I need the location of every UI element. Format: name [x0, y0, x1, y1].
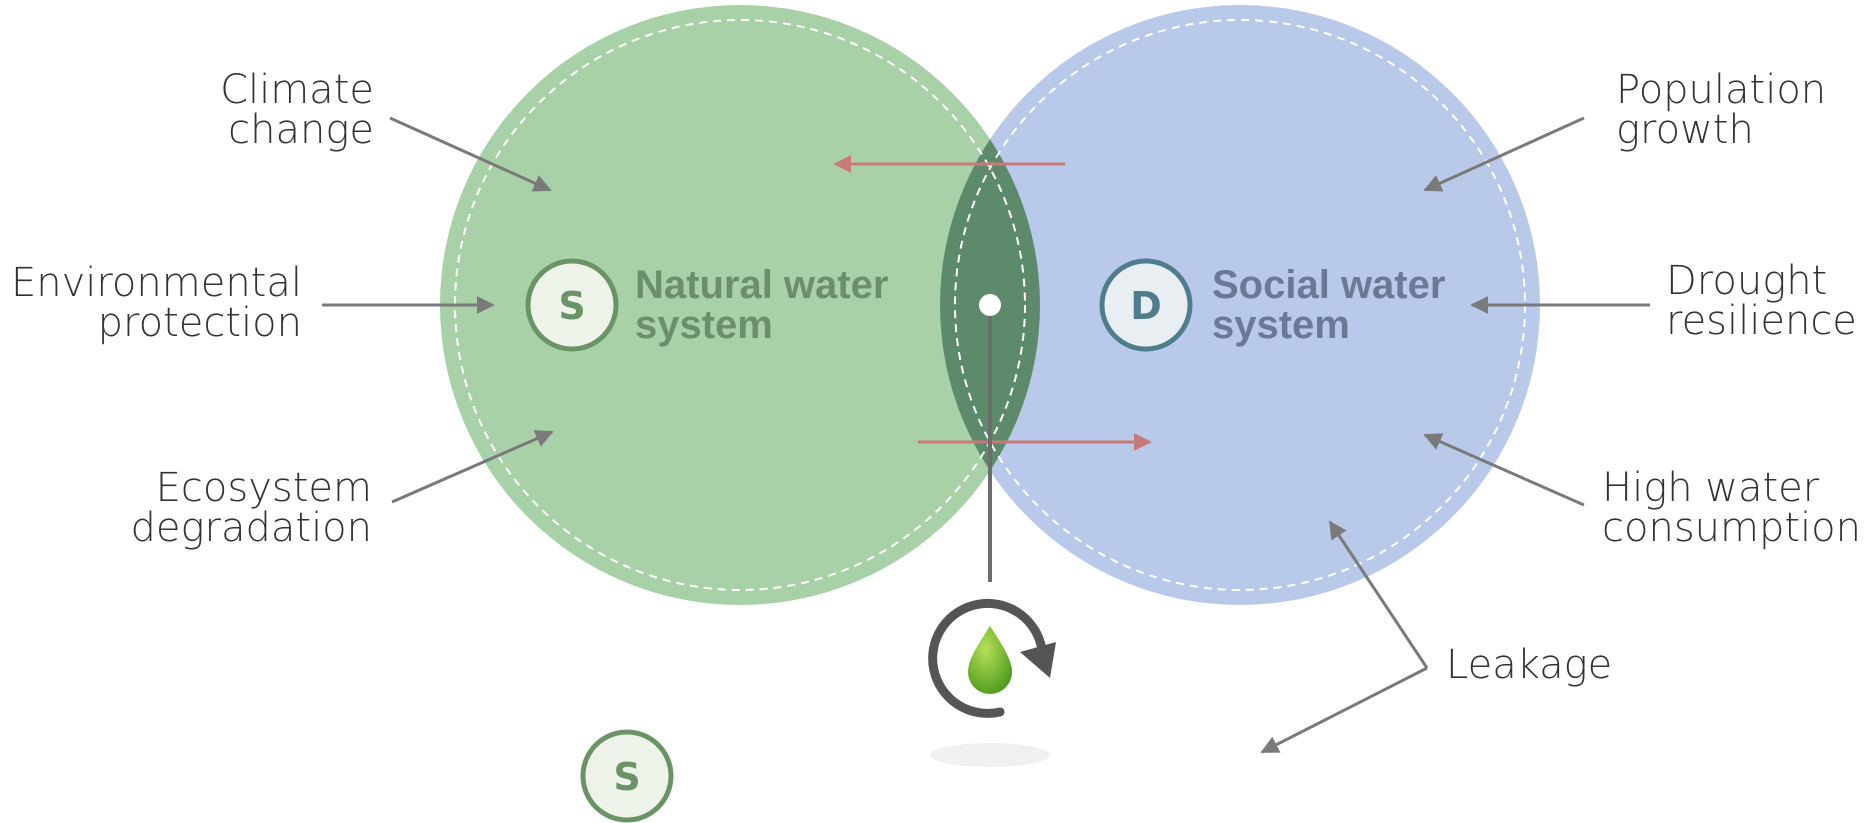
- population-growth-label-line1: Population: [1616, 67, 1826, 113]
- natural-badge-letter: S: [558, 284, 585, 328]
- drought-resilience-label-line1: Drought: [1666, 258, 1827, 304]
- social-system-badge: D: [1099, 258, 1193, 352]
- climate-change-label-line2: change: [228, 107, 374, 153]
- drought-resilience-label-line2: resilience: [1666, 298, 1857, 344]
- climate-change-label-line1: Climate: [220, 67, 374, 113]
- natural-system-circle: [440, 5, 1040, 605]
- population-growth-arrow: [1423, 116, 1585, 192]
- ecosystem-degradation-arrow: [391, 430, 554, 504]
- high-water-consumption-label-line1: High water: [1602, 465, 1820, 511]
- water-cycle-icon: [928, 598, 1056, 767]
- social-system-title-line1: Social water: [1212, 263, 1445, 307]
- social-system-circle: [940, 5, 1540, 605]
- leakage-label: Leakage: [1446, 642, 1612, 688]
- ecosystem-degradation-label-line1: Ecosystem: [156, 465, 372, 511]
- environmental-protection-label-line2: protection: [98, 300, 302, 346]
- social-system-title-line2: system: [1212, 303, 1350, 347]
- leakage-arrow-down: [1260, 666, 1428, 754]
- population-growth-label-line2: growth: [1616, 107, 1754, 153]
- bottom-s-badge: S: [580, 729, 674, 823]
- leakage-arrow-up: [1328, 520, 1429, 669]
- connector-node: [979, 294, 1001, 316]
- bottom-badge-letter: S: [613, 755, 640, 799]
- natural-system-title-line1: Natural water: [635, 263, 888, 307]
- natural-dashed-ring: [454, 19, 1026, 591]
- water-drop-icon: [968, 626, 1012, 694]
- natural-system-title-line2: system: [635, 303, 773, 347]
- environmental-protection-label-line1: Environmental: [11, 260, 302, 306]
- climate-change-arrow: [389, 116, 552, 192]
- high-water-consumption-arrow: [1423, 433, 1585, 507]
- ecosystem-degradation-label-line2: degradation: [131, 505, 372, 551]
- high-water-consumption-label-line2: consumption: [1602, 505, 1861, 551]
- social-badge-letter: D: [1130, 284, 1162, 328]
- natural-system-badge: S: [525, 258, 619, 352]
